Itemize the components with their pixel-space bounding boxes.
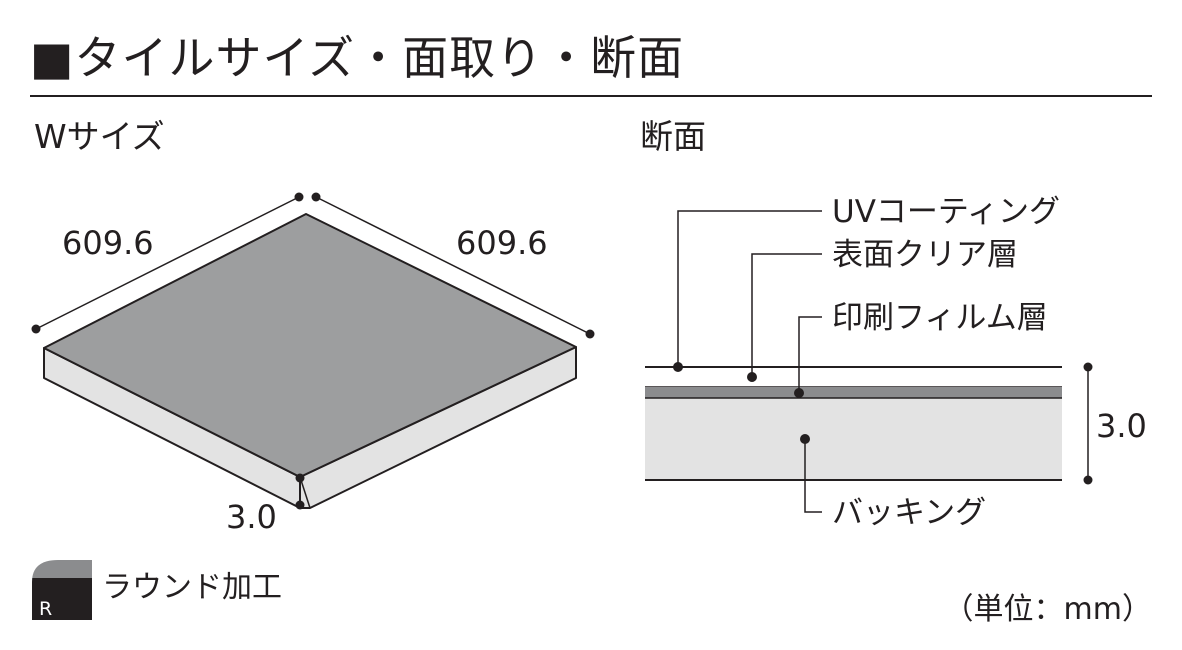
title-divider bbox=[30, 95, 1152, 97]
tile-size-heading: Wサイズ bbox=[34, 117, 165, 156]
print-film-layer bbox=[645, 387, 1062, 398]
round-edge-label: ラウンド加工 bbox=[102, 570, 282, 605]
page-title: ■タイルサイズ・面取り・断面 bbox=[30, 31, 685, 85]
section-heading: 断面 bbox=[640, 117, 706, 156]
tile-length-label: 609.6 bbox=[456, 224, 548, 262]
backing-layer bbox=[645, 398, 1062, 480]
cross-section bbox=[645, 210, 1093, 513]
tile-thickness-label: 3.0 bbox=[226, 498, 277, 536]
round-edge-badge: R bbox=[39, 598, 52, 620]
section-thickness-label: 3.0 bbox=[1096, 407, 1147, 445]
tile-3d-illustration bbox=[43, 213, 577, 509]
layer-label-surface-clear: 表面クリア層 bbox=[832, 237, 1018, 273]
layer-label-uv-coating: UVコーティング bbox=[832, 194, 1060, 230]
round-edge-icon: R bbox=[32, 560, 92, 620]
tile-top-face bbox=[43, 213, 577, 478]
tile-width-label: 609.6 bbox=[62, 224, 154, 262]
layer-label-print-film: 印刷フィルム層 bbox=[832, 300, 1048, 336]
tile-dimension-lines bbox=[31, 192, 595, 510]
layer-label-backing: バッキング bbox=[832, 495, 986, 531]
unit-note: （単位：mm） bbox=[943, 592, 1152, 627]
